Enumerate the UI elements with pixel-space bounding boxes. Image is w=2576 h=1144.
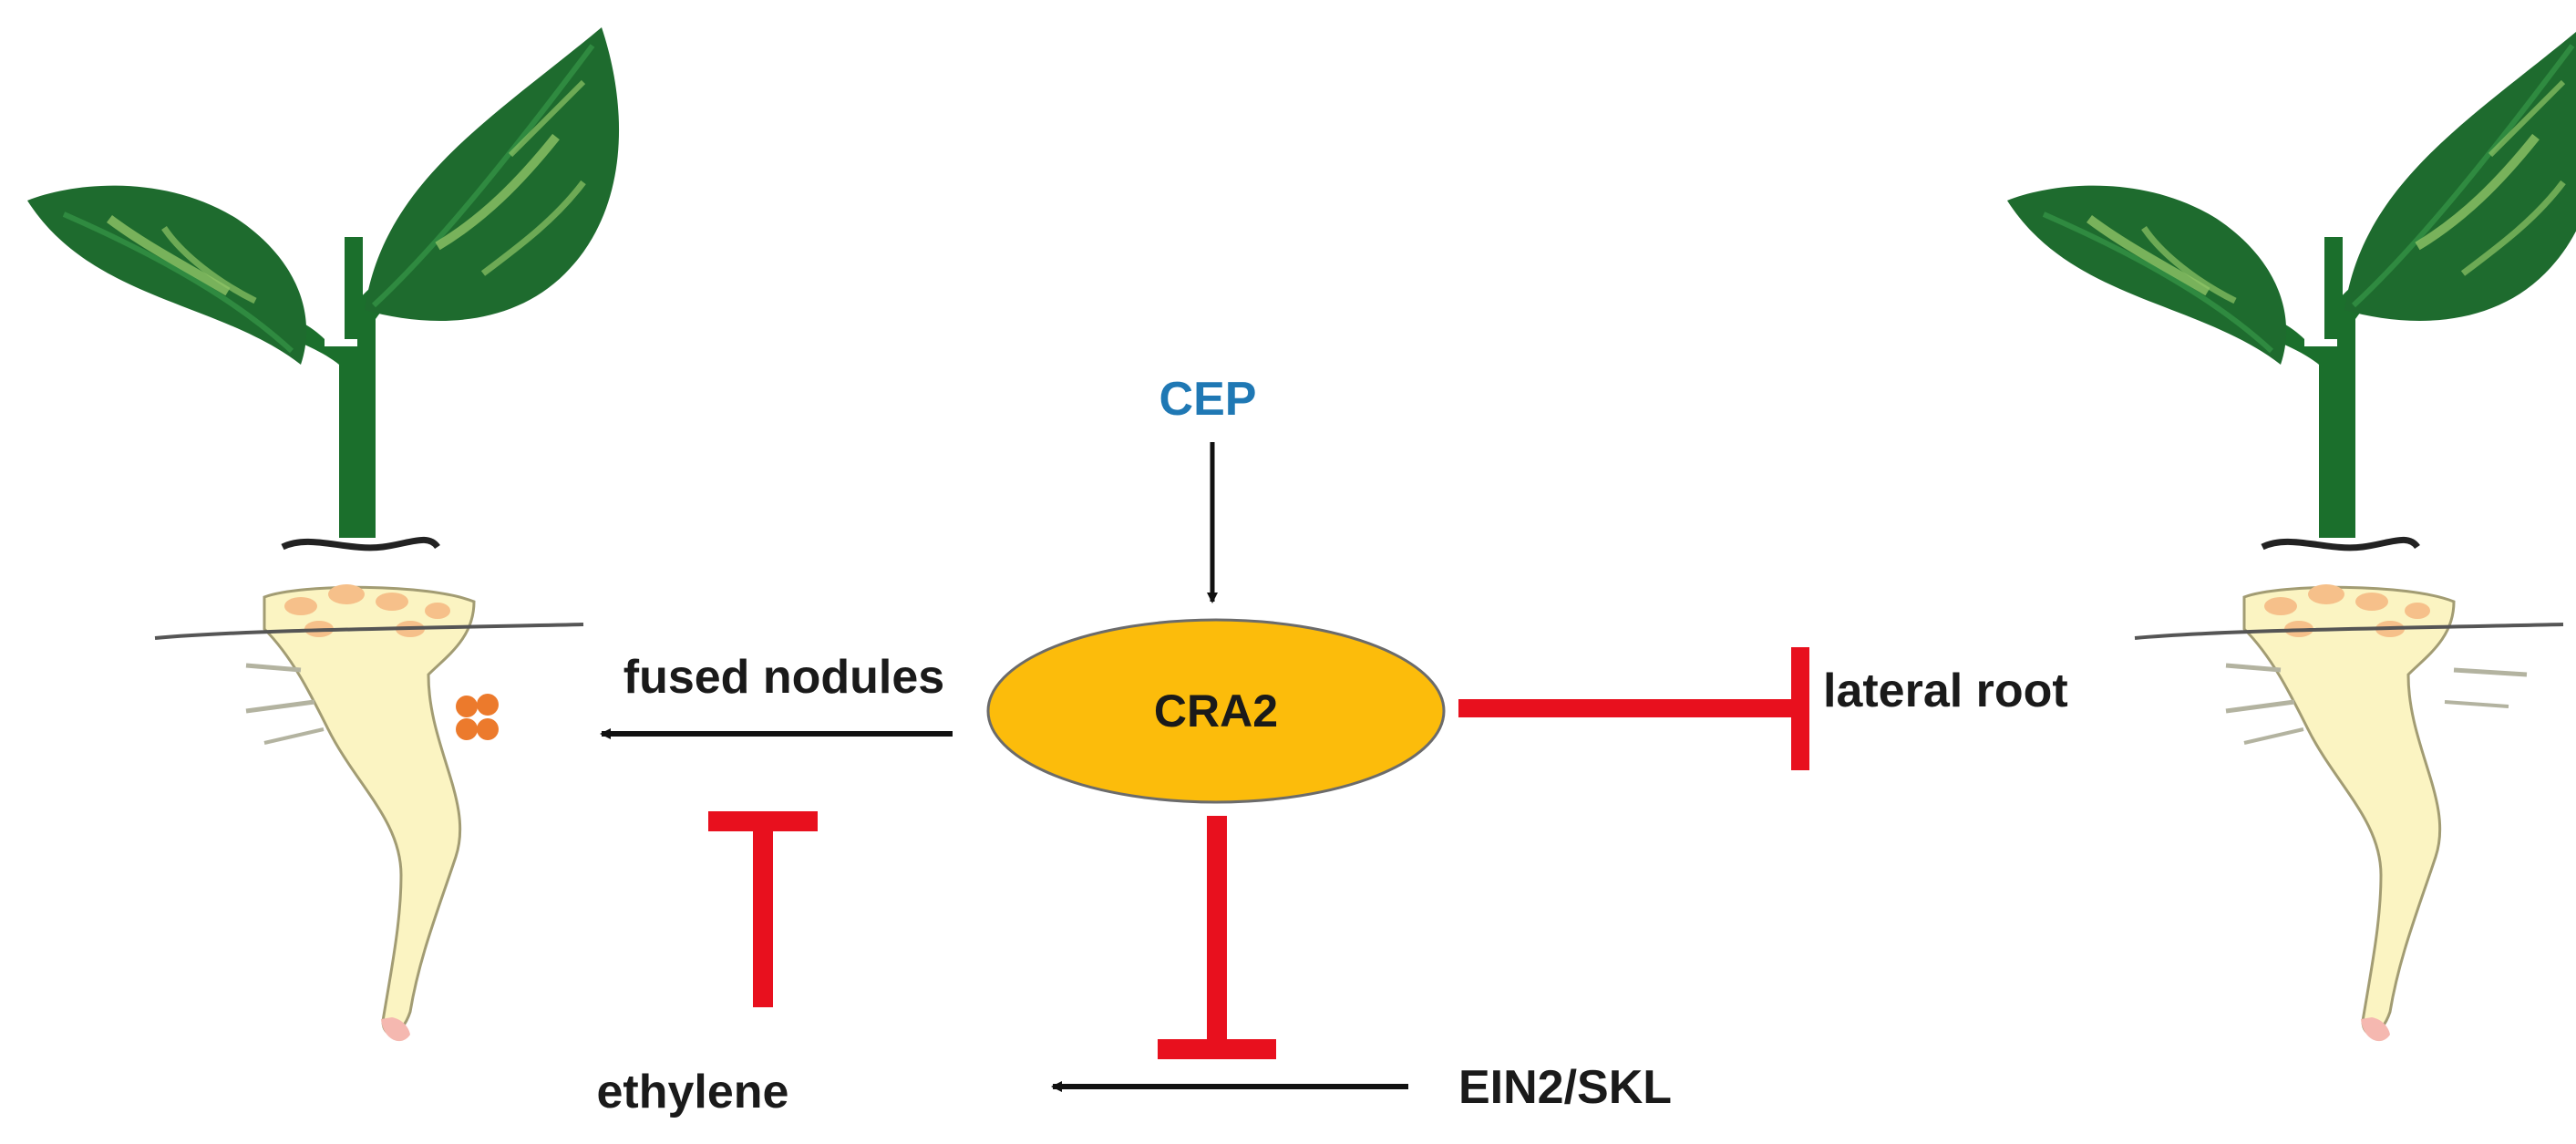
right-seedling-illustration [2007,27,2576,1041]
cra2-node [986,618,1446,804]
cep-label: CEP [1159,373,1257,426]
cra2-label: CRA2 [1154,685,1278,737]
nodules-cluster [456,694,499,740]
left-seedling-illustration [27,27,619,1041]
ethylene-inhibits-fused-nodules [708,811,818,1007]
cra2-inhibits-ein2-ethylene [1158,816,1276,1059]
ein2-skl-label: EIN2/SKL [1458,1061,1672,1114]
ethylene-label: ethylene [597,1066,789,1118]
cra2-inhibits-lateral-root [1458,647,1809,770]
lateral-root-label: lateral root [1823,665,2068,717]
fused-nodules-label: fused nodules [623,651,944,704]
